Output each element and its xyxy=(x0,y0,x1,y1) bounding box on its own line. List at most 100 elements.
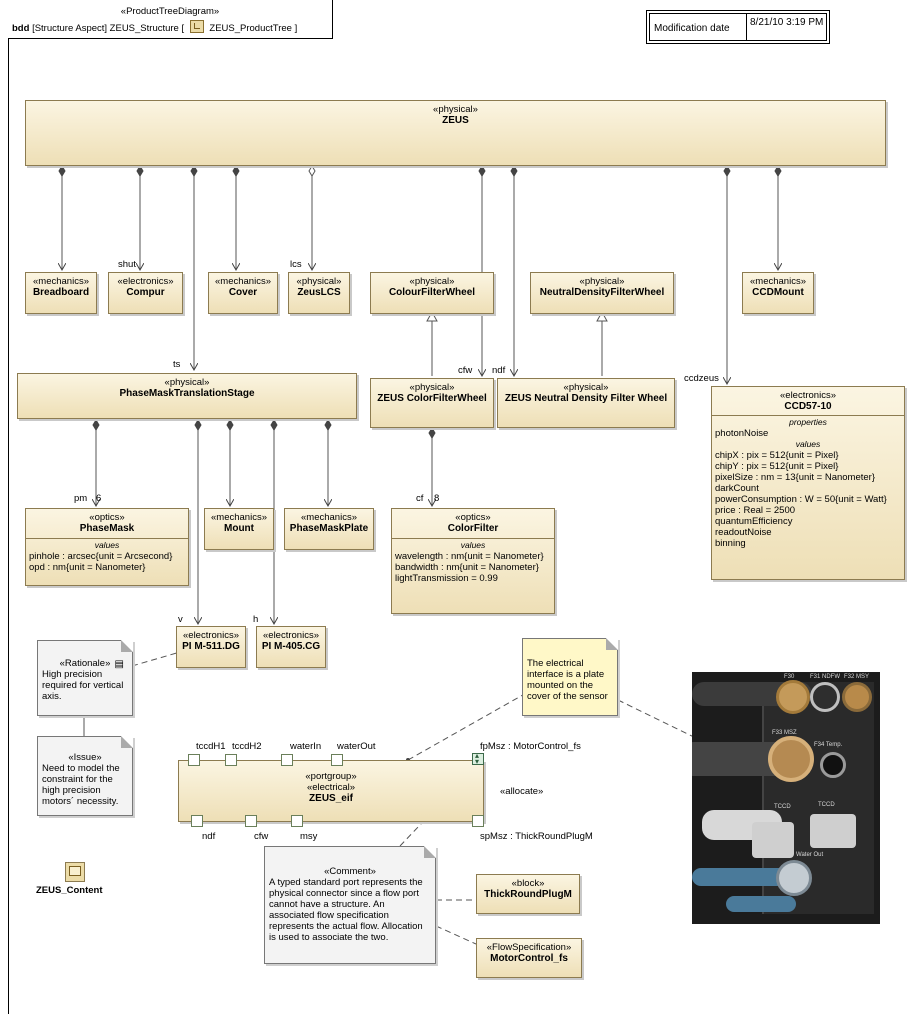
note-comment[interactable]: «Comment» A typed standard port represen… xyxy=(264,846,436,964)
port-ndf[interactable] xyxy=(191,815,203,827)
block-motorcontrol-fs[interactable]: «FlowSpecification» MotorControl_fs xyxy=(476,938,582,978)
port-label-fpmsz: fpMsz : MotorControl_fs xyxy=(480,741,581,752)
port-waterout[interactable] xyxy=(331,754,343,766)
note-issue[interactable]: «Issue» Need to model the constraint for… xyxy=(37,736,133,816)
product-tree-icon xyxy=(189,20,204,33)
block-zeus-stereotype: «physical» xyxy=(433,104,478,115)
diamond-zeus-breadboard xyxy=(58,165,66,177)
block-cover[interactable]: «mechanics» Cover xyxy=(208,272,278,314)
port-spmsz[interactable] xyxy=(472,815,484,827)
content-label[interactable]: ZEUS_Content xyxy=(36,885,103,896)
diamond-zeus-ccdmount xyxy=(774,165,782,177)
diamond-stage-pim511 xyxy=(194,419,202,431)
diamond-cfw-colorfilter xyxy=(428,427,436,439)
ccd-value: pixelSize : nm = 13{unit = Nanometer} xyxy=(715,472,876,483)
note-rationale[interactable]: «Rationale» High precision required for … xyxy=(37,640,133,716)
block-zeus[interactable]: «physical» ZEUS xyxy=(25,100,886,166)
block-zeus-eif[interactable]: «portgroup» «electrical» ZEUS_eif xyxy=(178,760,484,822)
diamond-stage-pim405 xyxy=(270,419,278,431)
block-pim511[interactable]: «electronics» PI M-511.DG xyxy=(176,626,246,668)
ccd-value: darkCount xyxy=(715,483,759,494)
port-label-cfw: cfw xyxy=(254,831,269,842)
block-neutraldensityfilterwheel[interactable]: «physical» NeutralDensityFilterWheel xyxy=(530,272,674,314)
diamond-zeus-cover xyxy=(232,165,240,177)
block-ccd5710[interactable]: «electronics» CCD57-10 properties photon… xyxy=(711,386,905,580)
block-colorfilter-name: ColorFilter xyxy=(447,523,499,534)
block-compur[interactable]: «electronics» Compur xyxy=(108,272,183,314)
block-zeuslcs[interactable]: «physical» ZeusLCS xyxy=(288,272,350,314)
ccd-property: photonNoise xyxy=(715,428,769,439)
photo-socket xyxy=(820,752,846,778)
photo-connector xyxy=(810,682,840,712)
block-plate-stereotype: «mechanics» xyxy=(301,512,357,523)
block-phasemasktranslationstage[interactable]: «physical» PhaseMaskTranslationStage xyxy=(17,373,357,419)
diagram-title: bdd [Structure Aspect] ZEUS_Structure [ … xyxy=(12,20,297,34)
port-waterin[interactable] xyxy=(281,754,293,766)
port-cfw[interactable] xyxy=(245,815,257,827)
block-zeus-ndfilterwheel[interactable]: «physical» ZEUS Neutral Density Filter W… xyxy=(497,378,675,428)
block-breadboard-stereotype: «mechanics» xyxy=(33,276,89,287)
ccd-value: binning xyxy=(715,538,746,549)
ccd-values-caption: values xyxy=(795,439,821,449)
port-label-spmsz: spMsz : ThickRoundPlugM xyxy=(480,831,593,842)
block-colorfilter[interactable]: «optics» ColorFilter values wavelength :… xyxy=(391,508,555,614)
port-tccdh1[interactable] xyxy=(188,754,200,766)
port-label-waterin: waterIn xyxy=(290,741,322,752)
block-compur-name: Compur xyxy=(126,287,165,298)
photo-connector xyxy=(842,682,872,712)
block-phasemaskplate[interactable]: «mechanics» PhaseMaskPlate xyxy=(284,508,374,550)
phasemask-values-caption: values xyxy=(94,540,120,550)
photo-plug xyxy=(752,822,794,858)
port-label-tccdh2: tccdH2 xyxy=(232,741,262,752)
photo-plug xyxy=(810,814,856,848)
note-rationale-stereotype: «Rationale» xyxy=(59,658,111,669)
photo-label: F33 MSZ xyxy=(772,730,797,736)
port-label-msy: msy xyxy=(300,831,318,842)
block-zcfw-name: ZEUS ColorFilterWheel xyxy=(377,393,487,404)
block-colourfilterwheel[interactable]: «physical» ColourFilterWheel xyxy=(370,272,494,314)
role-v: v xyxy=(178,614,183,625)
photo-connector xyxy=(768,736,814,782)
block-pim405[interactable]: «electronics» PI M-405.CG xyxy=(256,626,326,668)
ccd-value: readoutNoise xyxy=(715,527,772,538)
frame-border xyxy=(8,0,9,1014)
photo-connector xyxy=(776,860,812,896)
photo-connector xyxy=(776,680,810,714)
block-zcfw-stereotype: «physical» xyxy=(409,382,455,393)
port-msy[interactable] xyxy=(291,815,303,827)
role-ccdzeus: ccdzeus xyxy=(684,373,719,384)
anchor-electrical-photo xyxy=(617,699,701,741)
rationale-icon: ▤ xyxy=(114,659,124,670)
role-pm: pm xyxy=(74,493,88,504)
ccd-value: chipY : pix = 512{unit = Pixel} xyxy=(715,461,839,472)
block-stage-stereotype: «physical» xyxy=(164,377,210,388)
block-thickroundplugm[interactable]: «block» ThickRoundPlugM xyxy=(476,874,580,914)
block-ccdmount[interactable]: «mechanics» CCDMount xyxy=(742,272,814,314)
block-pim511-name: PI M-511.DG xyxy=(182,641,240,652)
note-electrical-interface[interactable]: The electrical interface is a plate moun… xyxy=(522,638,618,716)
diagram-context: ZEUS_ProductTree ] xyxy=(209,23,298,34)
photo-label: F31 NDFW xyxy=(810,674,840,680)
block-ccdmount-name: CCDMount xyxy=(752,287,804,298)
ccd-properties-compartment: properties photonNoise values chipX : pi… xyxy=(712,415,904,550)
block-zeuslcs-stereotype: «physical» xyxy=(296,276,342,287)
anchor-comment-motor xyxy=(435,925,477,945)
block-mount[interactable]: «mechanics» Mount xyxy=(204,508,274,550)
diagram-stereotype: «ProductTreeDiagram» xyxy=(120,6,220,17)
port-fpmsz[interactable] xyxy=(472,751,484,766)
photo-cable xyxy=(692,868,788,886)
photo-label: F32 MSY xyxy=(844,674,870,680)
port-tccdh2[interactable] xyxy=(225,754,237,766)
diamond-stage-phasemask xyxy=(92,419,100,431)
block-breadboard[interactable]: «mechanics» Breadboard xyxy=(25,272,97,314)
package-content-icon[interactable] xyxy=(65,862,85,882)
block-phasemask[interactable]: «optics» PhaseMask values pinhole : arcs… xyxy=(25,508,189,586)
ccd-value: chipX : pix = 512{unit = Pixel} xyxy=(715,450,839,461)
block-zeus-colorfilterwheel[interactable]: «physical» ZEUS ColorFilterWheel xyxy=(370,378,494,428)
colorfilter-value: wavelength : nm{unit = Nanometer} xyxy=(395,551,544,562)
modification-inner: Modification date 8/21/10 3:19 PM xyxy=(649,13,827,41)
block-mount-name: Mount xyxy=(224,523,254,534)
phasemask-value: pinhole : arcsec{unit = Arcsecond} xyxy=(29,551,173,562)
block-zeus-name: ZEUS xyxy=(442,115,469,126)
